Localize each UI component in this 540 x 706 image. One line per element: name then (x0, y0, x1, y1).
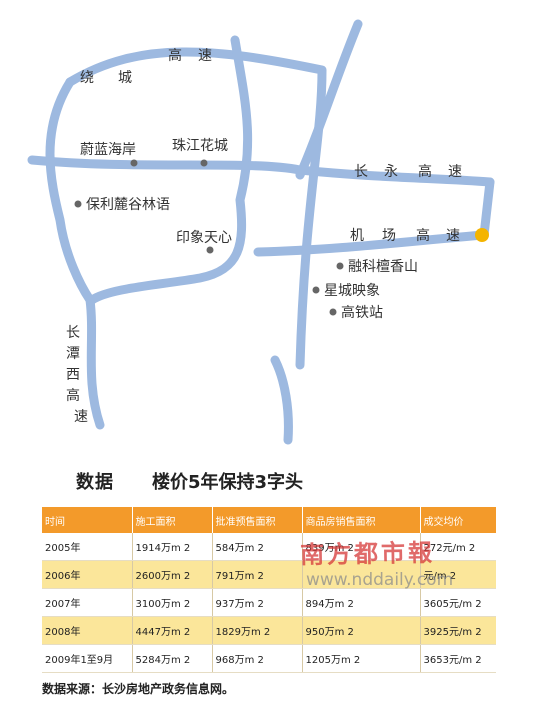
data-title: 数据 (76, 472, 114, 493)
airport-marker (475, 228, 489, 242)
ring-road (65, 47, 327, 370)
yinxiang-dot (206, 246, 214, 254)
cell-construction: 1914万m 2 (132, 533, 213, 561)
table-row: 2007年 3100万m 2 937万m 2 894万m 2 3605元/m 2 (42, 588, 496, 617)
road-map: 绕 城 高 速 长 永 高 速 机 场 高 速 长 潭 西 高 速 蔚蓝海岸 珠… (27, 19, 495, 445)
cell-time: 2005年 (42, 533, 133, 561)
cell-presale: 1829万m 2 (212, 616, 303, 645)
rongke-dot (336, 262, 344, 270)
cell-sales (302, 560, 421, 589)
gaotie-label: 高铁站 (341, 304, 383, 321)
changtanxi-label-1: 长 (66, 325, 80, 341)
airport-label-1: 机 (350, 228, 364, 244)
airport-label-4: 速 (446, 228, 460, 244)
zhujiang-label: 珠江花城 (172, 138, 228, 154)
header-avg-price: 成交均价 (420, 507, 496, 533)
cell-time: 2008年 (42, 616, 133, 645)
xingcheng-label: 星城映象 (324, 283, 380, 299)
xingcheng-dot (312, 286, 320, 294)
ring-label-4: 速 (198, 48, 212, 64)
cell-time: 2006年 (42, 560, 133, 589)
cell-sales: 950万m 2 (302, 616, 421, 645)
cell-price: 272元/m 2 (420, 533, 496, 561)
cell-construction: 3100万m 2 (132, 588, 213, 617)
housing-data-table: 时间 施工面积 批准预售面积 商品房销售面积 成交均价 2005年 1914万m… (42, 507, 496, 673)
cell-presale: 791万m 2 (212, 560, 303, 589)
table-row: 2005年 1914万m 2 584万m 2 839万m 2 272元/m 2 (42, 533, 496, 561)
changyong-label-2: 永 (384, 164, 398, 180)
cell-time: 2007年 (42, 588, 133, 617)
rongke-label: 融科檀香山 (348, 258, 418, 275)
cell-time: 2009年1至9月 (42, 644, 133, 673)
cell-price: 元/m 2 (420, 560, 496, 589)
header-sales-area: 商品房销售面积 (302, 507, 421, 533)
cell-presale: 584万m 2 (212, 533, 303, 561)
cell-presale: 937万m 2 (212, 588, 303, 617)
changtanxi-label-2: 潭 (66, 345, 80, 362)
cell-price: 3653元/m 2 (420, 644, 496, 673)
ring-label-2: 城 (118, 70, 132, 86)
table-row: 2009年1至9月 5284万m 2 968万m 2 1205万m 2 3653… (42, 644, 496, 673)
cell-presale: 968万m 2 (212, 644, 303, 673)
cell-sales: 894万m 2 (302, 588, 421, 617)
yinxiang-label: 印象天心 (176, 230, 232, 246)
gaotie-dot (329, 308, 337, 316)
cell-construction: 4447万m 2 (132, 616, 213, 645)
header-presale-area: 批准预售面积 (212, 507, 303, 533)
table-row: 2008年 4447万m 2 1829万m 2 950万m 2 3925元/m … (42, 616, 496, 645)
changtanxi-label-3: 西 (66, 367, 80, 383)
cell-sales: 1205万m 2 (302, 644, 421, 673)
changtanxi-label-4: 高 (66, 387, 80, 404)
header-construction-area: 施工面积 (132, 507, 213, 533)
cell-price: 3925元/m 2 (420, 616, 496, 645)
cell-construction: 5284万m 2 (132, 644, 213, 673)
data-subtitle: 楼价5年保持3字头 (152, 472, 304, 493)
ring-label-3: 高 (168, 47, 182, 64)
baoli-label: 保利麓谷林语 (86, 197, 170, 213)
ring-road-west (45, 77, 105, 430)
changyong-label-1: 长 (354, 164, 368, 180)
newspaper-watermark: 南方都市報 (299, 537, 436, 570)
changyong-label-3: 高 (418, 163, 432, 180)
data-source-note: 数据来源：长沙房地产政务信息网。 (42, 682, 235, 696)
cell-price: 3605元/m 2 (420, 588, 496, 617)
ring-label-1: 绕 (80, 70, 94, 86)
changyong-label-4: 速 (448, 164, 462, 180)
header-time: 时间 (42, 507, 133, 533)
cell-sales: 839万m 2 (302, 533, 421, 561)
table-header-row: 时间 施工面积 批准预售面积 商品房销售面积 成交均价 (42, 507, 496, 533)
weilan-dot (130, 159, 138, 167)
weilan-label: 蔚蓝海岸 (80, 142, 136, 158)
airport-label-3: 高 (416, 227, 430, 244)
northeast-road (295, 19, 363, 180)
website-watermark: www.nddaily.com (306, 570, 454, 590)
changyong-highway (27, 155, 495, 187)
airport-highway (253, 230, 489, 257)
changtanxi-label-5: 速 (74, 409, 88, 425)
inner-west-road (87, 35, 253, 305)
south-connector (270, 355, 293, 445)
airport-label-2: 场 (382, 228, 396, 244)
cell-construction: 2600万m 2 (132, 560, 213, 589)
east-connector (479, 177, 495, 240)
baoli-dot (74, 200, 82, 208)
table-row: 2006年 2600万m 2 791万m 2 元/m 2 (42, 560, 496, 589)
zhujiang-dot (200, 159, 208, 167)
